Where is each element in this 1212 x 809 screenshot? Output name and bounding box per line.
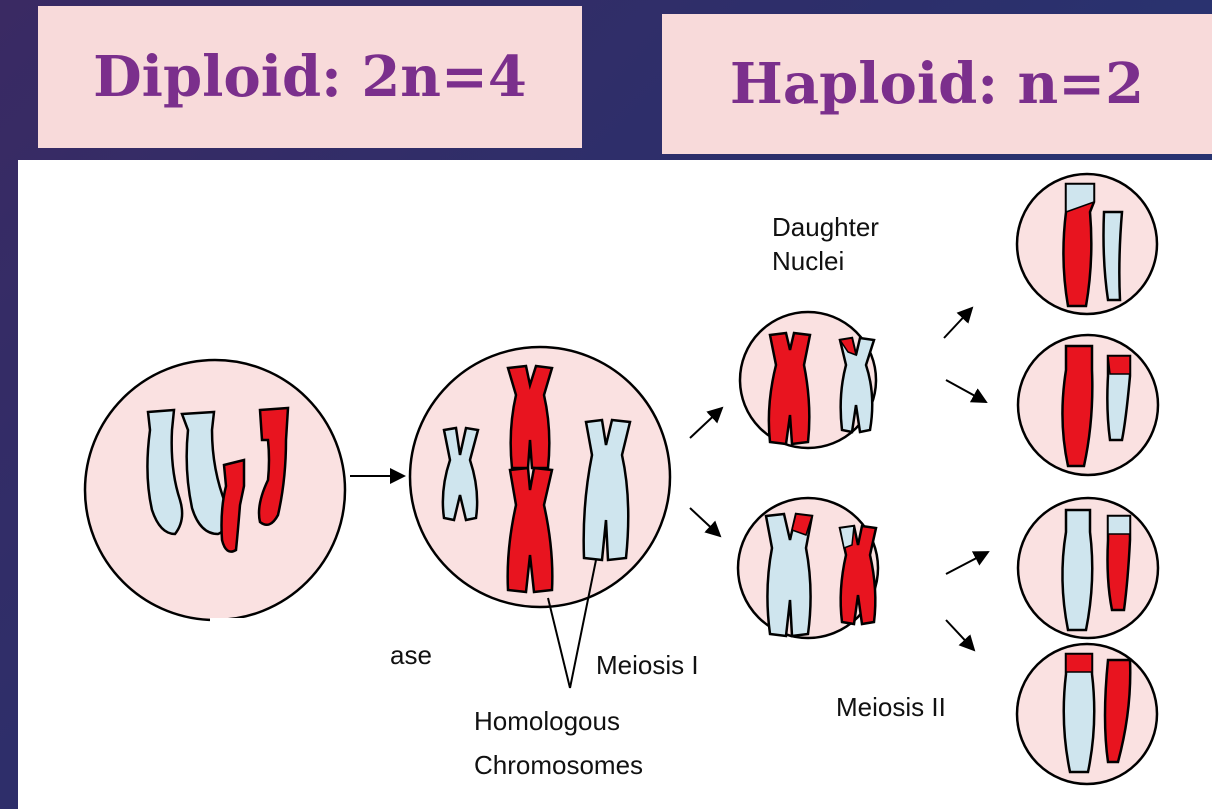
meiosis-2-label: Meiosis II — [836, 692, 946, 722]
arrow-down-right — [690, 508, 720, 536]
haploid-cell-2 — [1018, 335, 1158, 475]
chromosome-blue-x — [584, 420, 630, 560]
haploid-title: Haploid: n=2 — [662, 14, 1212, 154]
homologous-label-line2: Chromosomes — [474, 750, 643, 780]
chromosome-red-x — [508, 366, 552, 468]
meiosis-diagram: Daughter Nuclei ase Meiosis I Homologous… — [18, 160, 1212, 809]
haploid-cell-1 — [1017, 174, 1157, 314]
haploid-cell-3 — [1018, 498, 1158, 638]
chromosome-blue-long — [1062, 510, 1092, 630]
meiosis-1-cell — [410, 347, 670, 607]
chromosome-red-x — [769, 333, 810, 444]
daughter-nucleus-top — [740, 312, 876, 448]
homologous-label-line1: Homologous — [474, 706, 620, 736]
arrow-down-right — [946, 380, 986, 402]
daughter-nuclei-label-line2: Nuclei — [772, 246, 844, 276]
chromosome-blue-x — [840, 338, 874, 432]
parent-cell — [85, 360, 345, 620]
daughter-nucleus-bottom — [738, 498, 878, 638]
meiosis-diagram-panel: Daughter Nuclei ase Meiosis I Homologous… — [18, 160, 1212, 809]
diploid-title-text: Diploid: 2n=4 — [93, 44, 527, 110]
arrow-down-right — [946, 620, 974, 650]
chromosome-blue-short — [1104, 212, 1123, 300]
daughter-nuclei-label-line1: Daughter — [772, 212, 879, 242]
arrow-up-right — [690, 408, 722, 438]
haploid-title-text: Haploid: n=2 — [730, 51, 1144, 117]
pointer-line — [548, 598, 570, 688]
diploid-title: Diploid: 2n=4 — [38, 6, 582, 148]
chromosome-red-long — [1062, 346, 1092, 466]
arrow-up-right — [946, 552, 988, 574]
meiosis-1-label: Meiosis I — [596, 650, 699, 680]
arrow-up-right — [944, 308, 972, 338]
haploid-cell-4 — [1017, 644, 1157, 784]
ase-label: ase — [390, 640, 432, 670]
